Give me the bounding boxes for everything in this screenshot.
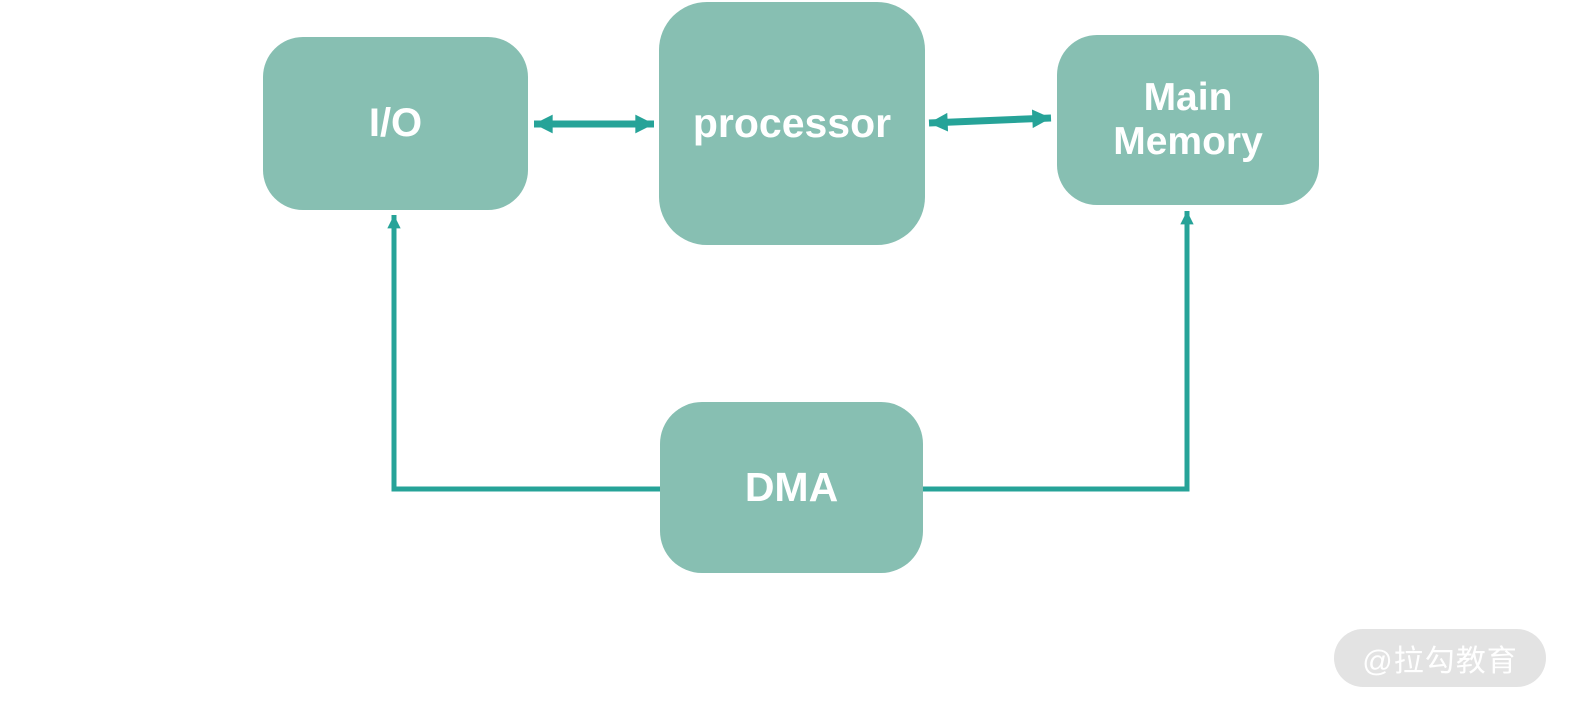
node-main-memory: Main Memory <box>1057 35 1319 205</box>
node-main-memory-label-line2: Memory <box>1113 120 1263 163</box>
watermark-badge: @拉勾教育 <box>1334 629 1546 687</box>
node-dma: DMA <box>660 402 923 573</box>
node-dma-label: DMA <box>744 463 839 510</box>
node-io: I/O <box>263 37 528 210</box>
node-main-memory-label: Main Memory <box>1113 76 1263 163</box>
node-main-memory-label-line1: Main <box>1143 76 1233 120</box>
node-processor: processor <box>659 2 925 245</box>
arrow-dma-main-memory <box>923 211 1194 492</box>
node-processor-label: processor <box>692 99 892 146</box>
node-io-label: I/O <box>368 101 423 146</box>
watermark-label: @拉勾教育 <box>1362 645 1518 678</box>
arrow-dma-io <box>387 215 660 492</box>
arrow-processor-main-memory <box>928 109 1052 132</box>
